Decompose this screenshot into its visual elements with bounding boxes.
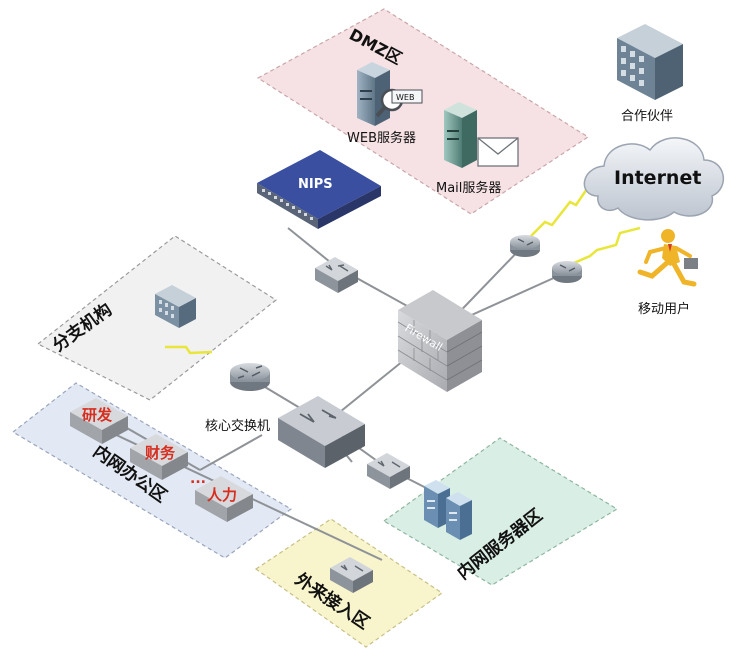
web-tag-label: WEB [396,93,414,102]
cloud-icon [583,137,725,221]
router-mobile [552,261,582,283]
router-icon [552,261,582,283]
server-icon [446,492,472,540]
building-icon [617,24,683,100]
firewall: Firewall [397,290,483,392]
wireless-links [165,179,641,355]
dept-hr: 人力 [195,476,253,522]
dept-hr-label: 人力 [207,486,237,504]
mobile-user-label: 移动用户 [638,301,690,317]
dept-finance-label: 财务 [145,444,176,462]
mail-server: Mail服务器 [436,102,519,196]
server-icon [444,102,477,168]
partner-label: 合作伙伴 [621,109,673,124]
lightning-icon [526,179,595,241]
magnifier-icon: WEB [375,88,423,118]
switch-icon [315,257,358,293]
router-icon [230,363,270,391]
switch-guest-zone [330,557,373,593]
dept-ellipsis: ... [190,471,206,487]
switch-icon [278,396,365,468]
dept-rd: 研发 [70,398,128,444]
router-partner [510,235,540,257]
web-server-label: WEB服务器 [347,130,416,146]
branch-office [155,285,196,328]
core-switch-label: 核心交换机 [205,418,270,434]
dept-finance: 财务 [130,434,188,480]
building-icon [155,285,196,328]
lightning-icon [566,226,641,268]
partner: 合作伙伴 [617,24,683,124]
router-icon [510,235,540,257]
internet-label: Internet [614,167,701,189]
switch-nips [315,257,358,293]
switch-server-zone [367,453,410,489]
running-person-icon [637,229,698,287]
mobile-user: 移动用户 [637,229,698,317]
mail-server-label: Mail服务器 [436,180,501,196]
web-server: WEB WEB服务器 [347,62,423,146]
nips-label: NIPS [298,177,333,192]
firewall-icon [397,290,483,392]
lightning-icon [165,345,213,355]
internet-cloud: Internet [583,137,725,221]
core-switch: 核心交换机 [205,396,365,468]
nips-device: NIPS [257,150,381,229]
switch-icon [330,557,373,593]
switch-icon [367,453,410,489]
dept-rd-label: 研发 [82,406,113,424]
envelope-icon [477,137,519,167]
router-branch [230,363,270,391]
internal-servers [424,480,472,540]
server-zone: 内网服务器区 [382,437,619,586]
